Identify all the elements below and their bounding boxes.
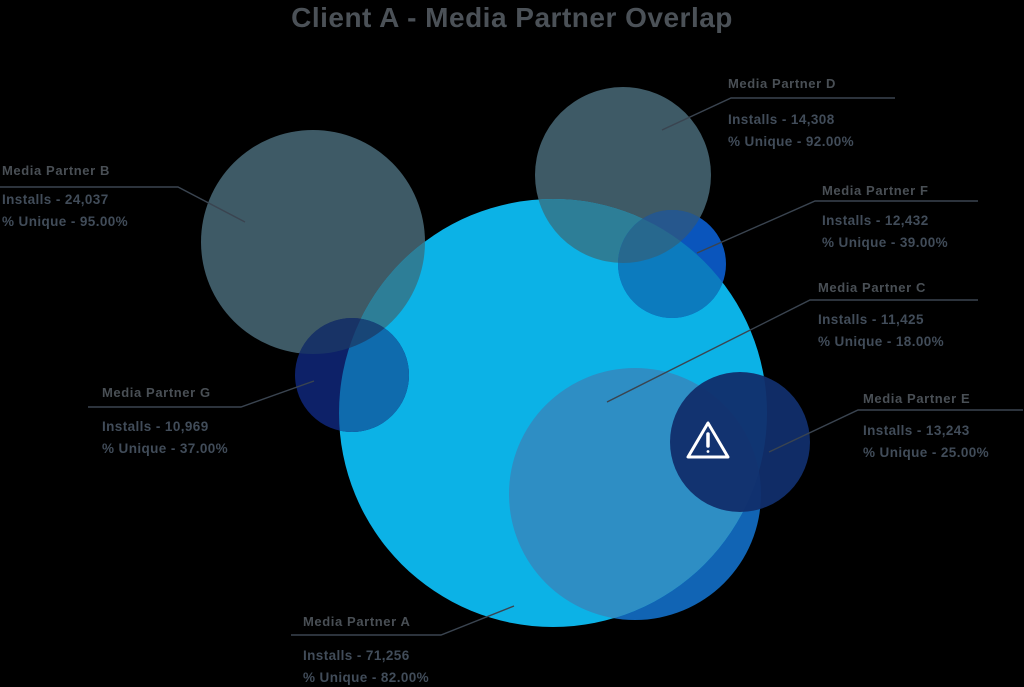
page-title: Client A - Media Partner Overlap xyxy=(291,2,733,33)
overlap-g-a xyxy=(339,318,409,432)
partner-name: Media Partner B xyxy=(2,163,110,178)
partner-name: Media Partner E xyxy=(863,391,971,406)
leader-media-partner-e xyxy=(768,409,1023,453)
installs-value: Installs - 12,432 xyxy=(822,213,929,228)
installs-value: Installs - 10,969 xyxy=(102,419,209,434)
installs-value: Installs - 13,243 xyxy=(863,423,970,438)
circle-media-partner-b xyxy=(201,130,425,354)
label-media-partner-b: Media Partner B Installs - 24,037 % Uniq… xyxy=(2,163,128,233)
unique-value: % Unique - 95.00% xyxy=(2,214,129,229)
leader-media-partner-g xyxy=(88,380,315,408)
unique-value: % Unique - 37.00% xyxy=(102,441,229,456)
label-media-partner-c: Media Partner C Installs - 11,425 % Uniq… xyxy=(818,280,944,353)
unique-value: % Unique - 82.00% xyxy=(303,670,430,685)
leader-media-partner-c xyxy=(606,299,978,403)
unique-value: % Unique - 92.00% xyxy=(728,134,855,149)
leader-media-partner-d xyxy=(661,97,895,131)
unique-value: % Unique - 25.00% xyxy=(863,445,990,460)
leader-media-partner-b xyxy=(0,186,246,223)
label-media-partner-d: Media Partner D Installs - 14,308 % Uniq… xyxy=(728,76,854,153)
installs-value: Installs - 14,308 xyxy=(728,112,835,127)
label-media-partner-f: Media Partner F Installs - 12,432 % Uniq… xyxy=(822,183,948,254)
circle-media-partner-e xyxy=(670,372,810,512)
label-media-partner-e: Media Partner E Installs - 13,243 % Uniq… xyxy=(863,391,989,464)
installs-value: Installs - 24,037 xyxy=(2,192,109,207)
warning-triangle-icon xyxy=(686,421,730,459)
unique-value: % Unique - 18.00% xyxy=(818,334,945,349)
partner-name: Media Partner F xyxy=(822,183,929,198)
leader-media-partner-f xyxy=(696,200,978,254)
leader-lines xyxy=(0,97,1023,636)
partner-name: Media Partner G xyxy=(102,385,211,400)
leader-media-partner-a xyxy=(291,605,515,636)
label-media-partner-a: Media Partner A Installs - 71,256 % Uniq… xyxy=(303,614,429,687)
installs-value: Installs - 71,256 xyxy=(303,648,410,663)
unique-value: % Unique - 39.00% xyxy=(822,235,949,250)
partner-name: Media Partner C xyxy=(818,280,926,295)
partner-name: Media Partner A xyxy=(303,614,411,629)
installs-value: Installs - 11,425 xyxy=(818,312,924,327)
label-media-partner-g: Media Partner G Installs - 10,969 % Uniq… xyxy=(102,385,228,460)
partner-name: Media Partner D xyxy=(728,76,836,91)
